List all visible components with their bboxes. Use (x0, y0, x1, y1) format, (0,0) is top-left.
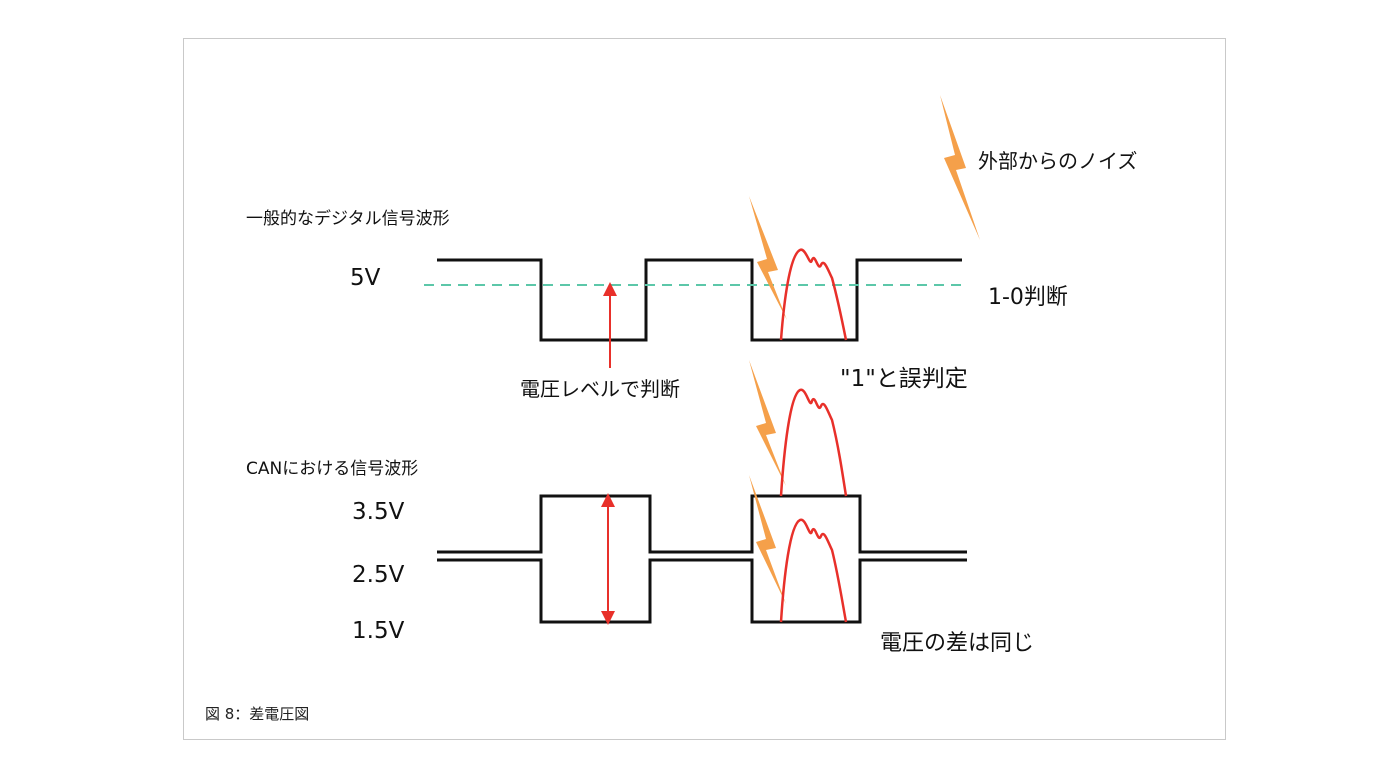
level-judge-label: 電圧レベルで判断 (520, 377, 680, 401)
digital-5v-label: 5V (350, 265, 381, 291)
can-1-5v-label: 1.5V (352, 618, 405, 644)
noise-bolt-can-high-icon (749, 360, 786, 486)
misjudged-label: "1"と誤判定 (840, 366, 968, 392)
noise-spike-can-low (779, 518, 848, 623)
digital-square-wave (437, 258, 962, 342)
can-2-5v-label: 2.5V (352, 562, 405, 588)
can-3-5v-label: 3.5V (352, 499, 405, 525)
noise-bolt-can-low-icon (749, 475, 786, 604)
can-high-wave (437, 494, 967, 554)
noise-spike-can-high (779, 388, 848, 497)
figure-caption: 図 8：差電圧図 (205, 705, 310, 723)
figure-frame (183, 38, 1226, 740)
same-difference-label: 電圧の差は同じ (880, 631, 1034, 656)
threshold-label: 1-0判断 (988, 285, 1068, 310)
can-waveform-title: CANにおける信号波形 (246, 459, 418, 479)
noise-spike-digital (779, 248, 848, 341)
digital-waveform-title: 一般的なデジタル信号波形 (246, 208, 450, 229)
external-noise-label: 外部からのノイズ (978, 149, 1137, 173)
noise-bolt-icon (749, 196, 787, 320)
can-low-wave (437, 558, 967, 624)
external-noise-bolt-icon (940, 95, 980, 240)
